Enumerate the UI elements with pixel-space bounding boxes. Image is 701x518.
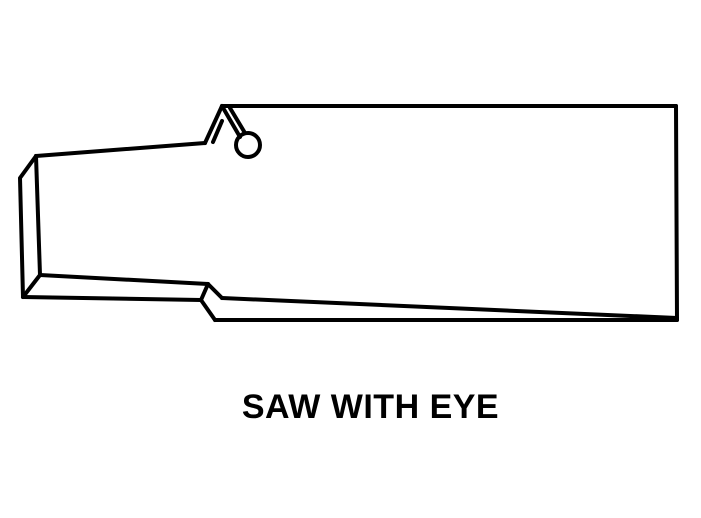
figure-caption: SAW WITH EYE [241, 388, 500, 426]
eye [220, 104, 262, 159]
blade-bevel-line [220, 296, 679, 320]
saw-outline [18, 104, 679, 322]
tang-bevel-line [38, 273, 210, 286]
shoulder-top [203, 104, 224, 145]
shoulder-step [199, 282, 224, 322]
tang-bottom-edge [21, 295, 203, 302]
eye-slot [220, 104, 247, 139]
eye-hole [234, 131, 262, 159]
tang-left-edge [18, 154, 38, 299]
shoulder-inner [211, 119, 224, 144]
tang-corner-bevel [21, 273, 42, 299]
tang-top-edge [34, 141, 207, 158]
blade-right-edge [674, 104, 679, 322]
tang-left-bevel [34, 154, 42, 277]
